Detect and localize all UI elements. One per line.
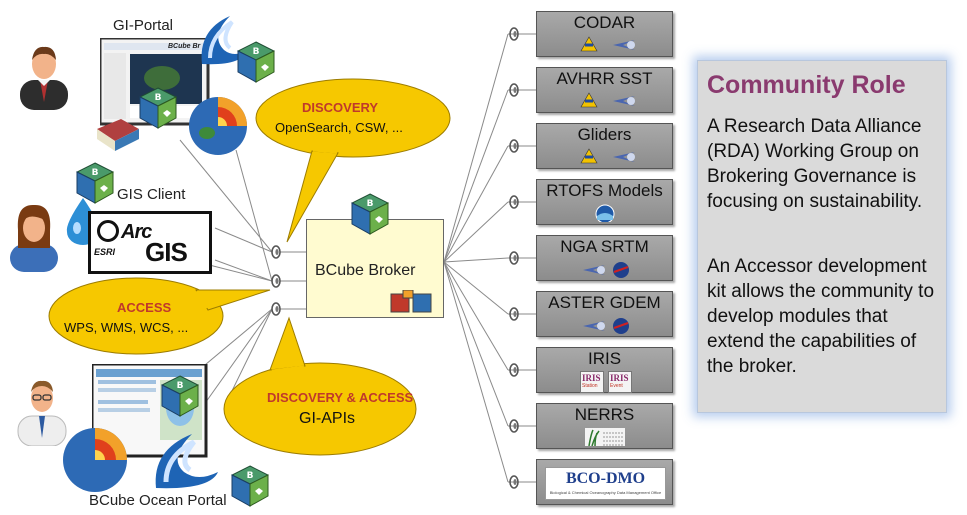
connector-socket (509, 307, 519, 321)
source-title: AVHRR SST (556, 69, 653, 88)
source-rtofs-models: RTOFS Models (536, 179, 673, 225)
source-nga-srtm: NGA SRTM (536, 235, 673, 281)
arcgis-screen: ESRI Arc GIS (88, 211, 212, 274)
noaa-logo-icon (595, 204, 615, 222)
user-avatar-businessman (20, 46, 68, 110)
source-avhrr-sst: AVHRR SST (536, 67, 673, 113)
source-logos (583, 318, 629, 334)
arcgis-logo-text: Arc (121, 221, 152, 243)
source-logos (580, 148, 635, 164)
discovery-access-bubble-text: GI-APIs (299, 410, 356, 427)
user-avatar-scientist (17, 380, 67, 446)
source-title: NGA SRTM (560, 237, 649, 256)
broker-source-line (443, 261, 509, 483)
access-bubble-title: ACCESS (117, 300, 172, 315)
bcube-cube-icon (161, 375, 199, 417)
broker-source-line (443, 33, 509, 263)
source-logos (580, 92, 635, 108)
source-gliders: Gliders (536, 123, 673, 169)
connector-socket (509, 27, 519, 41)
nerrs-logo-icon (585, 428, 625, 446)
discovery-bubble-text: OpenSearch, CSW, ... (275, 120, 403, 135)
community-role-title: Community Role (707, 71, 906, 99)
gi-portal-label: GI-Portal (113, 17, 174, 34)
connector-socket (509, 139, 519, 153)
bco-dmo-logo: BCO-DMO Biological & Chemical Oceanograp… (545, 467, 666, 500)
broker-source-line (443, 261, 509, 371)
discovery-access-bubble (223, 316, 417, 456)
accessor-modules-icon (390, 290, 432, 313)
access-bubble (48, 277, 271, 355)
discovery-bubble-title: DISCOVERY (302, 100, 379, 115)
source-aster-gdem: ASTER GDEM (536, 291, 673, 337)
gi-portal-header-text: BCube Br (168, 43, 201, 50)
iris-station-logo: IRIS Station (580, 371, 604, 393)
connector-socket (271, 302, 281, 316)
iris-event-logo: IRIS Event (608, 371, 632, 393)
connector-socket (509, 251, 519, 265)
broker-source-line (443, 261, 509, 315)
source-title: NERRS (574, 405, 635, 424)
book-icon (97, 119, 139, 151)
arcgis-logo-text-2: GIS (145, 237, 188, 267)
connector-socket (509, 83, 519, 97)
source-logos (583, 262, 629, 278)
bcube-broker-box: BCube Broker (306, 219, 444, 318)
esri-logo-text: ESRI (94, 247, 116, 257)
access-bubble-text: WPS, WMS, WCS, ... (64, 320, 189, 335)
discovery-bubble (255, 78, 451, 243)
connector-socket (509, 475, 519, 489)
wave-icon (201, 16, 248, 65)
source-bco-dmo: BCO-DMO Biological & Chemical Oceanograp… (536, 459, 673, 505)
earth-layers-icon (63, 428, 127, 492)
broker-source-line (443, 89, 509, 263)
broker-title: BCube Broker (315, 262, 416, 279)
source-title: CODAR (573, 13, 636, 32)
discovery-access-bubble-title: DISCOVERY & ACCESS (267, 390, 414, 405)
user-avatar-woman (10, 204, 58, 272)
connector-socket (271, 274, 281, 288)
source-iris: IRIS IRIS Station IRIS Event (536, 347, 673, 393)
wave-icon (155, 434, 218, 489)
broker-source-line (443, 145, 509, 263)
connector-socket (509, 419, 519, 433)
source-codar: CODAR (536, 11, 673, 57)
client-socket-line (179, 139, 273, 253)
gis-client-label: GIS Client (117, 186, 186, 203)
client-socket-line (214, 259, 273, 282)
source-title: Gliders (577, 125, 632, 144)
community-role-paragraph-1: A Research Data Alliance (RDA) Working G… (707, 116, 923, 212)
source-nerrs: NERRS (536, 403, 673, 449)
bcube-cube-icon (237, 41, 275, 83)
source-title: ASTER GDEM (548, 293, 661, 312)
earth-layers-icon (189, 97, 247, 155)
bcube-cube-icon (76, 162, 114, 204)
ocean-portal-label: BCube Ocean Portal (89, 492, 227, 509)
connector-socket (509, 363, 519, 377)
source-title: RTOFS Models (546, 181, 663, 200)
community-role-panel: Community Role A Research Data Alliance … (697, 60, 947, 413)
esri-globe-icon (97, 220, 119, 242)
client-socket-line (235, 149, 273, 282)
broker-source-line (443, 257, 509, 263)
community-role-paragraph-2: An Accessor development kit allows the c… (707, 256, 935, 377)
broker-source-line (443, 261, 509, 427)
broker-source-line (443, 201, 509, 263)
bcube-cube-icon (351, 193, 389, 235)
bcube-cube-icon (139, 87, 177, 129)
connector-socket (271, 245, 281, 259)
source-title: IRIS (587, 349, 622, 368)
bcube-cube-icon (231, 465, 269, 507)
connector-socket (509, 195, 519, 209)
client-socket-line (229, 308, 273, 396)
source-logos (580, 36, 635, 52)
